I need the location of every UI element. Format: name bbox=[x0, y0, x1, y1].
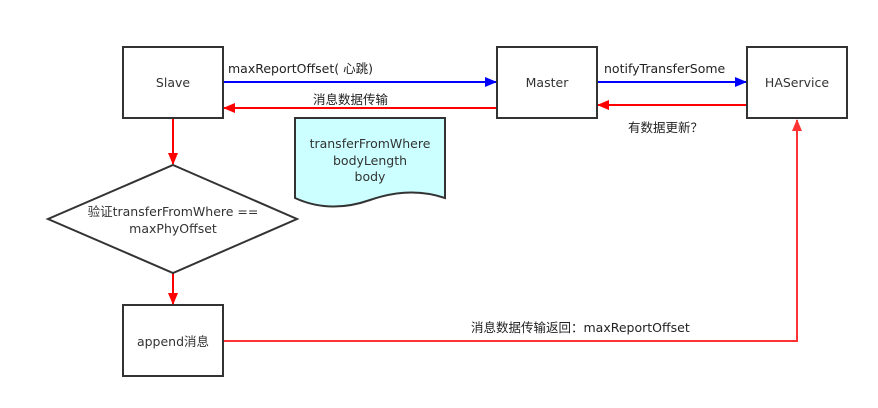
node-haservice: HAService bbox=[746, 46, 848, 119]
node-payload-line2: bodyLength bbox=[333, 153, 407, 168]
edge-heartbeat-label: maxReportOffset( 心跳) bbox=[228, 61, 373, 76]
edge-notify: notifyTransferSome bbox=[597, 61, 747, 87]
node-append-label: append消息 bbox=[137, 334, 209, 349]
node-slave-label: Slave bbox=[156, 75, 190, 90]
node-payload-line1: transferFromWhere bbox=[310, 136, 431, 151]
node-check-line2: maxPhyOffset bbox=[129, 221, 217, 236]
edge-transfer: 消息数据传输 bbox=[223, 92, 497, 113]
edge-has-data-label: 有数据更新？ bbox=[628, 120, 703, 135]
edge-return-label: 消息数据传输返回：maxReportOffset bbox=[471, 320, 690, 335]
node-payload-line3: body bbox=[355, 169, 387, 184]
node-check-line1: 验证transferFromWhere == bbox=[88, 204, 259, 219]
edge-heartbeat: maxReportOffset( 心跳) bbox=[223, 61, 497, 87]
node-append: append消息 bbox=[122, 304, 224, 377]
edge-has-data: 有数据更新？ bbox=[597, 100, 747, 135]
node-master: Master bbox=[496, 46, 598, 119]
edge-return-line bbox=[223, 119, 802, 342]
edge-transfer-label: 消息数据传输 bbox=[313, 92, 389, 107]
node-haservice-label: HAService bbox=[765, 75, 829, 90]
edge-notify-label: notifyTransferSome bbox=[604, 61, 726, 76]
node-payload-document: transferFromWhere bodyLength body bbox=[294, 117, 446, 208]
node-check-decision: 验证transferFromWhere == maxPhyOffset bbox=[45, 163, 300, 275]
edge-return: 消息数据传输返回：maxReportOffset bbox=[223, 119, 802, 342]
node-master-label: Master bbox=[526, 75, 570, 90]
node-slave: Slave bbox=[122, 46, 224, 119]
